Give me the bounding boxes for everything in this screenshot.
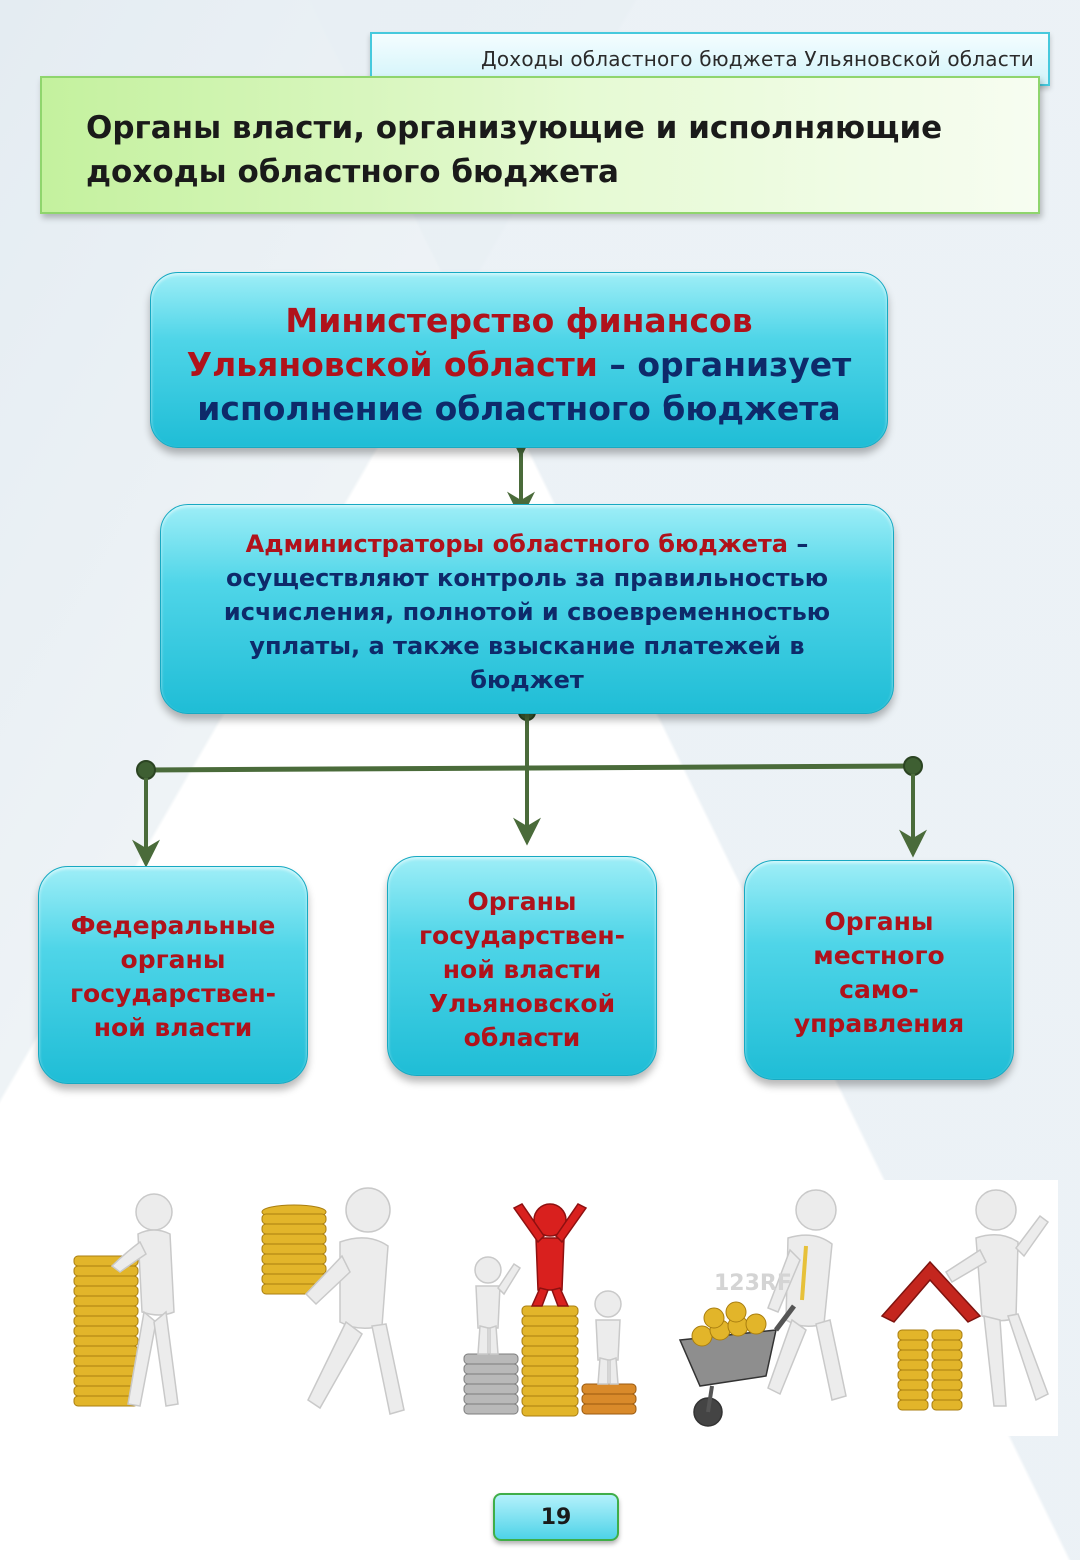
- regional-line: Ульяновской: [428, 989, 616, 1018]
- local-line: местного: [813, 941, 945, 970]
- federal-line: ной власти: [93, 1013, 253, 1042]
- federal-line: органы: [120, 945, 226, 974]
- picture-figure-leaning-on-coins: [42, 1172, 214, 1430]
- administrators-box: Администраторы областного бюджета – осущ…: [160, 504, 894, 714]
- title-line-1: Органы власти, организующие и исполняющи…: [86, 110, 943, 146]
- local-line: Органы: [824, 907, 934, 936]
- regional-line: ной власти: [442, 955, 602, 984]
- local-line: управления: [793, 1009, 965, 1038]
- picture-figure-carrying-coins: [222, 1176, 436, 1436]
- regional-line: области: [463, 1023, 581, 1052]
- ministry-box: Министерство финансов Ульяновской област…: [150, 272, 888, 448]
- ministry-name-line1: Министерство финансов: [285, 301, 753, 340]
- header-strip-text: Доходы областного бюджета Ульяновской об…: [481, 47, 1034, 71]
- administrators-desc-1: осуществляют контроль за правильностью: [225, 564, 829, 592]
- node-right: [903, 756, 923, 776]
- horizontal-bar: [145, 763, 914, 773]
- federal-line: государствен-: [69, 979, 277, 1008]
- ministry-role-line2: организует: [637, 345, 852, 384]
- regional-line: Органы: [467, 887, 577, 916]
- picture-figure-with-coin-house: [876, 1180, 1058, 1436]
- federal-bodies-box: Федеральные органы государствен- ной вла…: [38, 866, 308, 1084]
- ministry-role-line3: исполнение областного бюджета: [197, 389, 841, 428]
- node-left: [136, 760, 156, 780]
- title-line-2: доходы областного бюджета: [86, 154, 619, 190]
- administrators-desc-2: исчисления, полнотой и своевременностью: [223, 598, 831, 626]
- regional-bodies-box: Органы государствен- ной власти Ульяновс…: [387, 856, 657, 1076]
- page-number: 19: [493, 1493, 619, 1541]
- federal-line: Федеральные: [70, 911, 276, 940]
- regional-line: государствен-: [418, 921, 626, 950]
- title-box: Органы власти, организующие и исполняющи…: [40, 76, 1040, 214]
- picture-figure-with-wheelbarrow: 123RF: [656, 1180, 870, 1436]
- picture-figures-on-coin-stacks: [442, 1178, 652, 1434]
- administrators-desc-4: бюджет: [470, 666, 584, 694]
- administrators-dash: –: [787, 530, 809, 558]
- local-line: само-: [839, 975, 919, 1004]
- ministry-dash: –: [597, 345, 638, 384]
- administrators-name: Администраторы областного бюджета: [245, 530, 788, 558]
- ministry-name-line2: Ульяновской области: [186, 345, 598, 384]
- picture-watermark: 123RF: [714, 1271, 792, 1296]
- administrators-desc-3: уплаты, а также взыскание платежей в: [249, 632, 805, 660]
- local-bodies-box: Органы местного само- управления: [744, 860, 1014, 1080]
